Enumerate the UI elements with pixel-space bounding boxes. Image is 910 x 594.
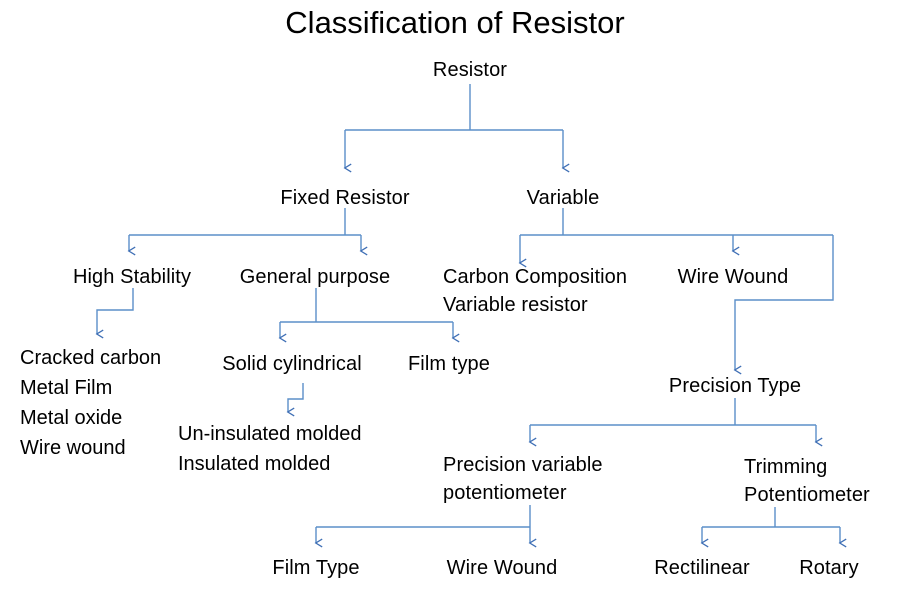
list-high-stability-children: Cracked carbon Metal Film Metal oxide Wi… <box>20 343 161 463</box>
list-item: Metal oxide <box>20 407 123 429</box>
edge-variable-to-precisiontype <box>733 235 834 375</box>
list-item: Wire wound <box>20 437 126 459</box>
node-trimming-line2: Potentiometer <box>744 484 870 506</box>
edge-highstability-to-list <box>95 288 134 339</box>
node-precision-variable-line2: potentiometer <box>443 482 567 504</box>
node-general-purpose[interactable]: General purpose <box>239 266 391 288</box>
list-solid-cylindrical-children: Un-insulated molded Insulated molded <box>178 419 361 479</box>
page-title: Classification of Resistor <box>285 5 625 40</box>
list-item: Insulated molded <box>178 453 331 475</box>
node-carbon-composition[interactable]: Carbon Composition Variable resistor <box>443 263 627 319</box>
list-item: Cracked carbon <box>20 347 162 369</box>
node-resistor[interactable]: Resistor <box>432 59 508 81</box>
node-rotary[interactable]: Rotary <box>799 557 859 579</box>
node-film-type-bottom[interactable]: Film Type <box>272 557 360 579</box>
node-precision-variable-line1: Precision variable <box>443 454 603 476</box>
node-rectilinear[interactable]: Rectilinear <box>654 557 750 579</box>
edge-solid-to-molded <box>286 383 304 417</box>
node-carbon-composition-line1: Carbon Composition <box>443 266 628 288</box>
node-variable[interactable]: Variable <box>526 187 600 209</box>
list-item: Metal Film <box>20 377 113 399</box>
node-high-stability[interactable]: High Stability <box>72 266 192 288</box>
node-trimming-line1: Trimming <box>744 456 828 478</box>
node-trimming-potentiometer[interactable]: Trimming Potentiometer <box>744 453 870 509</box>
node-fixed-resistor[interactable]: Fixed Resistor <box>280 187 410 209</box>
node-solid-cylindrical[interactable]: Solid cylindrical <box>222 353 362 375</box>
node-wire-wound-bottom[interactable]: Wire Wound <box>446 557 558 579</box>
node-precision-type[interactable]: Precision Type <box>668 375 802 397</box>
node-carbon-composition-line2: Variable resistor <box>443 294 588 316</box>
node-precision-variable-potentiometer[interactable]: Precision variable potentiometer <box>443 451 603 507</box>
node-film-type[interactable]: Film type <box>407 353 491 375</box>
list-item: Un-insulated molded <box>178 423 362 445</box>
node-wire-wound[interactable]: Wire Wound <box>677 266 789 288</box>
